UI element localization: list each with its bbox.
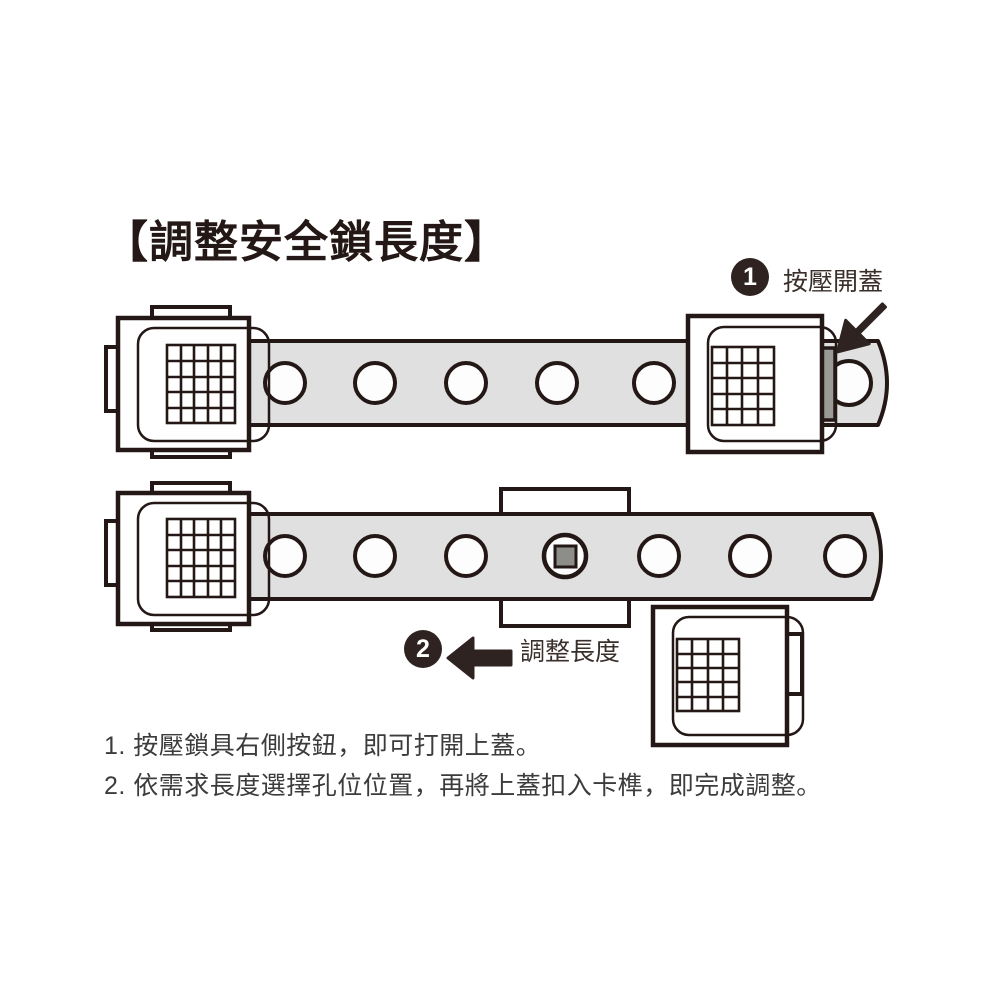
- lid-grid: [675, 637, 741, 713]
- lock-body-left-bottom: [104, 481, 271, 632]
- strap-hole: [444, 534, 488, 578]
- top-row-assembly: [104, 302, 889, 459]
- instruction-line-1: 1. 按壓鎖具右側按鈕，即可打開上蓋。: [104, 732, 542, 760]
- bottom-row-assembly: [104, 481, 883, 680]
- instruction-line-2: 2. 依需求長度選擇孔位位置，再將上蓋扣入卡榫，即完成調整。: [104, 772, 822, 800]
- lid-body: [650, 604, 790, 748]
- strap-hole: [263, 361, 307, 405]
- lid-inner-outline: [671, 615, 805, 737]
- lock-inner-outline: [136, 501, 271, 617]
- callout-badge-1-number: 1: [743, 263, 757, 291]
- lock-body-right-top: [685, 313, 838, 455]
- latch-post: [553, 544, 578, 569]
- arrow-down-left-icon: [835, 302, 887, 354]
- callout-badge-2-number: 2: [416, 635, 430, 663]
- lock-body-left-top: [104, 305, 271, 459]
- strap-hole: [353, 361, 397, 405]
- lock-grid: [710, 345, 776, 427]
- strap-hole: [637, 534, 681, 578]
- lock-grid: [165, 517, 237, 599]
- detached-lid: [650, 604, 805, 748]
- page-title: 【調整安全鎖長度】: [104, 218, 509, 267]
- strap-hole: [263, 534, 307, 578]
- strap-hole: [353, 534, 397, 578]
- callout-2-label: 調整長度: [520, 638, 621, 666]
- strap-hole: [444, 361, 488, 405]
- strap-hole: [823, 534, 867, 578]
- lock-grid: [165, 343, 237, 425]
- callout-badge-2: [404, 630, 442, 668]
- callout-badge-1: [731, 258, 769, 296]
- strap-hole: [535, 361, 579, 405]
- strap-hole: [632, 361, 676, 405]
- strap-hole: [728, 534, 772, 578]
- lock-inner-outline: [706, 325, 838, 443]
- lock-inner-outline: [136, 326, 271, 443]
- arrow-left-icon: [446, 636, 513, 680]
- bottom-strap-band: [178, 512, 883, 601]
- callout-1-label: 按壓開蓋: [783, 268, 884, 296]
